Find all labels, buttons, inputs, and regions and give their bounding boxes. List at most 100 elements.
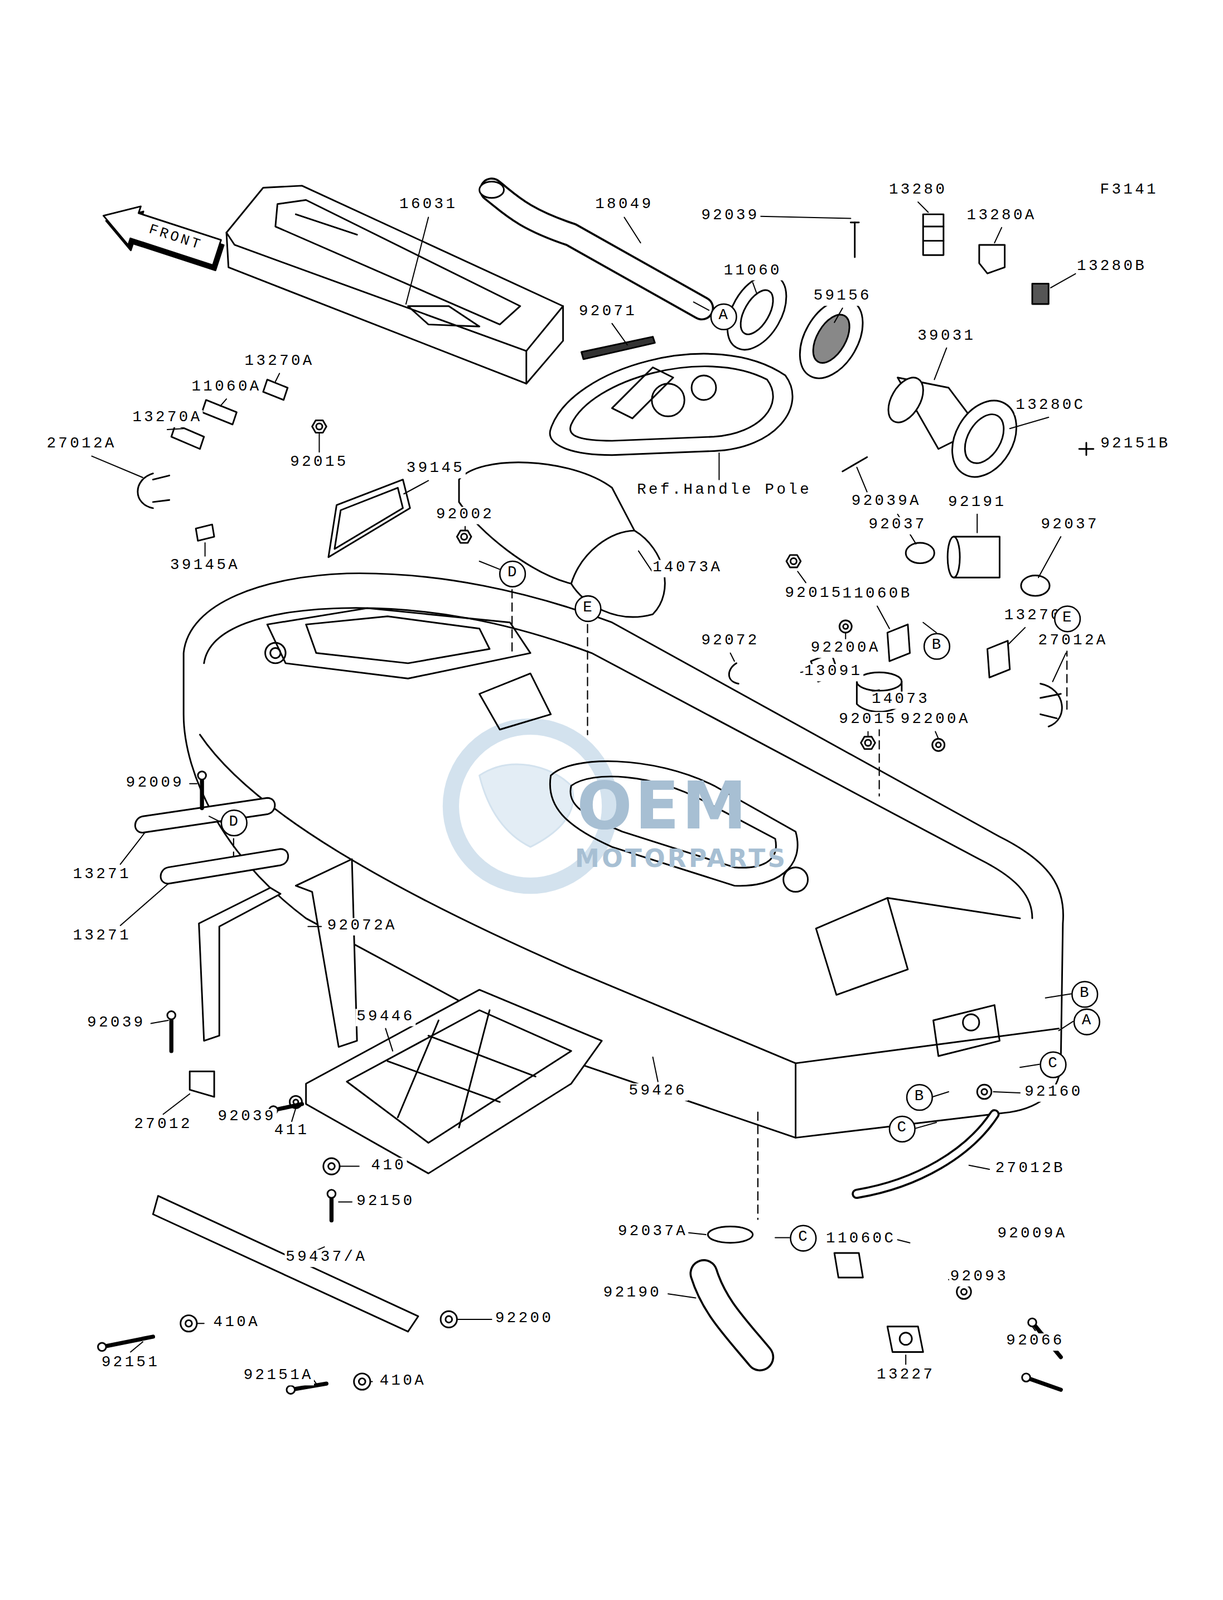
hull [183, 573, 1063, 1138]
reference-letter: C [887, 1119, 916, 1137]
small-hardware-part [1028, 1317, 1037, 1327]
handle-pole-plate [549, 336, 793, 456]
callout-number: 92037A [616, 1223, 689, 1241]
leader-lines-part [905, 1354, 907, 1364]
small-hardware-part [354, 1373, 371, 1390]
callout-number: 92190 [602, 1284, 663, 1302]
leader-lines-part [624, 217, 641, 244]
small-hardware-part [197, 771, 207, 780]
leader-lines-part [1052, 653, 1067, 682]
skid-plate [306, 989, 602, 1173]
seat [458, 462, 665, 617]
reference-letter: B [905, 1088, 933, 1105]
small-hardware-part [456, 530, 472, 543]
hardware-part [834, 1252, 863, 1278]
small-hardware-part [358, 1378, 366, 1385]
callout-number: 13270A [243, 353, 316, 371]
hardware-part [899, 1332, 912, 1345]
storage-bin-part [226, 232, 564, 384]
leader-lines-part [687, 1231, 707, 1235]
leader-lines-part [935, 731, 939, 739]
leader-lines-part [209, 815, 222, 823]
callout-number: 92191 [946, 494, 1008, 512]
callout-number: 92037 [867, 516, 928, 534]
small-hardware-part [864, 739, 872, 746]
leader-lines-part [479, 561, 501, 570]
dashed-lines-part [586, 624, 588, 735]
hardware-part [152, 1195, 419, 1332]
callout-number: 92200A [809, 640, 882, 657]
hull-part [479, 673, 551, 730]
leader-lines-part [1007, 627, 1026, 645]
reference-letter: B [1070, 984, 1099, 1002]
reference-letter: E [1052, 609, 1081, 627]
leader-lines-part [718, 452, 720, 480]
callout-number: 92015 [784, 585, 845, 602]
seal-and-plates-part [263, 379, 288, 400]
leader-lines-part [994, 227, 1002, 243]
exhaust-tube-part [491, 189, 703, 308]
front-arrow [95, 196, 227, 278]
hull-part [270, 647, 281, 658]
leader-lines-part [167, 428, 184, 430]
hose-and-clamps-part [728, 663, 739, 684]
leader-lines-part [405, 217, 429, 304]
reference-circle: B [922, 631, 950, 660]
seal-and-plates-part [137, 473, 170, 509]
callout-number: 13091 [803, 663, 864, 681]
small-hardware-part [790, 557, 797, 564]
callout-number: 11060A [190, 379, 263, 396]
small-hardware-part [440, 1310, 457, 1327]
reference-circle: B [1070, 979, 1099, 1008]
hull-part [887, 897, 1021, 919]
intake-parts-part [850, 221, 859, 224]
callout-number: 92039 [700, 208, 761, 225]
front-arrow-part [97, 196, 224, 273]
intake-parts-part [881, 371, 931, 429]
hardware-part [703, 1273, 761, 1357]
reference-circle: A [1072, 1007, 1100, 1035]
hull-part [963, 1013, 980, 1031]
leader-lines-part [318, 432, 320, 453]
dashed-lines-part [757, 1112, 759, 1220]
callout-number: 92066 [1004, 1332, 1066, 1350]
small-hardware-part [312, 419, 327, 433]
callout-number: 92151B [1099, 436, 1172, 453]
callout-number: 92160 [1023, 1084, 1084, 1101]
callout-number: 92071 [577, 303, 638, 321]
skid-plate-part [346, 1009, 572, 1143]
callout-number: 11060 [722, 262, 783, 280]
intake-parts-part [786, 288, 876, 390]
leader-lines-part [189, 782, 197, 785]
small-hardware-part [981, 1088, 988, 1095]
hose-and-clamps-part [987, 640, 1010, 678]
hull-part [199, 734, 1059, 1063]
mount-plates-brackets-part [189, 1070, 215, 1097]
callout-number: 92015 [838, 711, 899, 729]
callout-number: 410A [212, 1314, 261, 1332]
exhaust-tube-part [491, 189, 703, 308]
leader-lines-part [993, 1091, 1021, 1093]
hull-part [183, 573, 1063, 1138]
leader-lines-part [291, 1107, 296, 1121]
watermark-logo-part [479, 764, 574, 847]
hull-part [267, 607, 531, 679]
small-hardware-part [843, 624, 849, 630]
callout-number: 92072 [700, 632, 761, 650]
small-hardware-part [461, 533, 468, 540]
seat-part [458, 462, 665, 617]
handle-pole-plate-part [570, 366, 774, 441]
small-hardware-part [1026, 1376, 1061, 1390]
reference-letter: D [219, 813, 248, 831]
handle-pole-plate-part [549, 353, 793, 456]
callout-number: 13270A [131, 409, 204, 427]
intake-parts-part [1032, 283, 1049, 304]
reference-circle: C [1038, 1050, 1067, 1078]
handle-pole-plate-part [651, 383, 685, 417]
intake-parts-part [979, 244, 1005, 274]
leader-lines-part [307, 925, 322, 927]
intake-parts [715, 214, 1094, 488]
callout-number: 92039 [86, 1014, 147, 1032]
reference-letter: A [709, 307, 737, 325]
